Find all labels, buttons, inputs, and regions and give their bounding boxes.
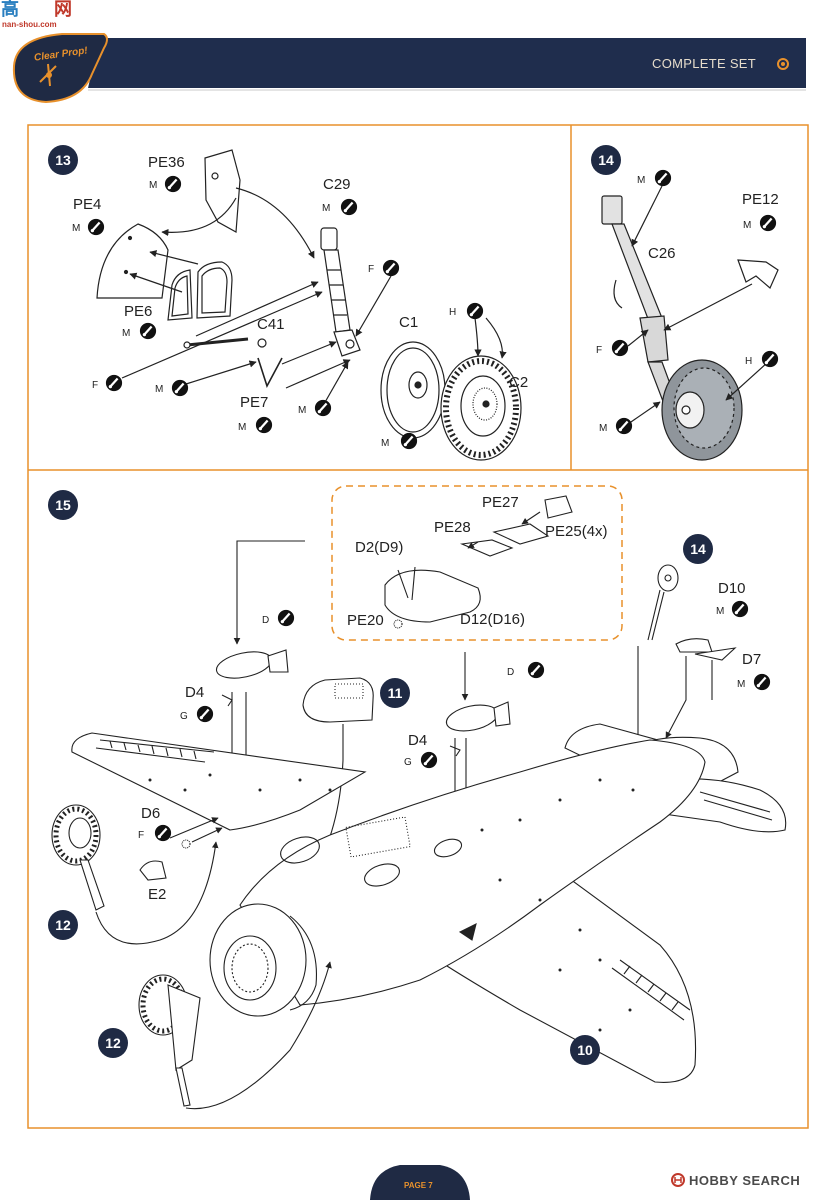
part-label: PE27 xyxy=(482,494,519,511)
step-ref-11: 11 xyxy=(380,678,410,708)
part-label: D4 xyxy=(185,684,205,701)
paint-code-label: M xyxy=(637,175,646,186)
paint-marker-icon xyxy=(382,259,400,277)
paint-marker-icon xyxy=(615,417,633,435)
paint-marker-icon xyxy=(105,374,123,392)
paint-code-label: M xyxy=(322,203,331,214)
hobby-search-watermark: HOBBY SEARCH xyxy=(689,1173,801,1188)
step-ref-12: 12 xyxy=(98,1028,128,1058)
step-number-13: 13 xyxy=(48,145,78,175)
step-ref-12: 12 xyxy=(48,910,78,940)
paint-code-label: D xyxy=(507,667,515,678)
step15-drawing xyxy=(51,485,787,1110)
paint-marker-icon xyxy=(139,322,157,340)
part-label: PE28 xyxy=(434,519,471,536)
orange-dot-icon xyxy=(777,58,789,70)
part-label: PE4 xyxy=(73,196,102,213)
paint-marker-icon xyxy=(277,609,295,627)
paint-code-label: F xyxy=(138,830,145,841)
header-bar xyxy=(88,38,806,91)
paint-marker-icon xyxy=(527,661,545,679)
paint-marker-icon xyxy=(466,302,484,320)
paint-marker-icon xyxy=(654,169,672,187)
paint-marker-icon xyxy=(255,416,273,434)
step14-drawing xyxy=(601,185,779,461)
paint-marker-icon xyxy=(314,399,332,417)
paint-marker-icon xyxy=(759,214,777,232)
part-label: C2 xyxy=(509,374,529,391)
part-label: PE25(4x) xyxy=(545,523,608,540)
hobby-search-logo-icon xyxy=(671,1173,685,1187)
paint-marker-icon xyxy=(154,824,172,842)
paint-code-label: F xyxy=(596,345,603,356)
paint-code-label: D xyxy=(262,615,270,626)
part-label: PE6 xyxy=(124,303,153,320)
step-number-14: 14 xyxy=(591,145,621,175)
paint-code-label: G xyxy=(180,711,188,722)
watermark-char-right: 网 xyxy=(54,0,72,19)
paint-code-label: M xyxy=(381,438,390,449)
page-number: PAGE 7 xyxy=(404,1181,433,1190)
page-tab xyxy=(370,1165,470,1200)
paint-marker-icon xyxy=(196,705,214,723)
watermark-site: nan-shou.com xyxy=(2,20,57,29)
watermark-char-left: 高 xyxy=(1,0,19,19)
paint-code-label: F xyxy=(368,264,375,275)
paint-code-label: M xyxy=(238,422,247,433)
part-label: C29 xyxy=(323,176,351,193)
part-label: D10 xyxy=(718,580,746,597)
paint-code-label: H xyxy=(449,307,457,318)
paint-marker-icon xyxy=(87,218,105,236)
part-label: D12(D16) xyxy=(460,611,526,628)
paint-marker-icon xyxy=(753,673,771,691)
part-label: C26 xyxy=(648,245,676,262)
part-label: C41 xyxy=(257,316,285,333)
paint-code-label: M xyxy=(298,405,307,416)
step-frame xyxy=(27,124,809,1129)
paint-marker-icon xyxy=(164,175,182,193)
paint-code-label: F xyxy=(92,380,99,391)
part-label: PE36 xyxy=(148,154,185,171)
paint-code-label: G xyxy=(404,757,412,768)
header-title: COMPLETE SET xyxy=(652,56,757,71)
paint-marker-icon xyxy=(171,379,189,397)
part-label: D6 xyxy=(141,805,161,822)
step-number-15: 15 xyxy=(48,490,78,520)
part-label: D2(D9) xyxy=(355,539,404,556)
part-label: D4 xyxy=(408,732,428,749)
paint-code-label: M xyxy=(737,679,746,690)
step13-drawing xyxy=(96,149,522,461)
paint-code-label: M xyxy=(743,220,752,231)
paint-marker-icon xyxy=(340,198,358,216)
part-label: E2 xyxy=(148,886,167,903)
paint-marker-icon xyxy=(731,600,749,618)
part-label: PE7 xyxy=(240,394,269,411)
paint-code-label: M xyxy=(149,180,158,191)
paint-code-label: M xyxy=(155,384,164,395)
part-label: PE20 xyxy=(347,612,384,629)
paint-code-label: M xyxy=(716,606,725,617)
paint-code-label: M xyxy=(599,423,608,434)
step-ref-10: 10 xyxy=(570,1035,600,1065)
paint-marker-icon xyxy=(611,339,629,357)
step-ref-14: 14 xyxy=(683,534,713,564)
paint-marker-icon xyxy=(420,751,438,769)
paint-code-label: H xyxy=(745,356,753,367)
paint-marker-icon xyxy=(400,432,418,450)
part-label: C1 xyxy=(399,314,419,331)
part-label: D7 xyxy=(742,651,762,668)
paint-code-label: M xyxy=(72,223,81,234)
paint-marker-icon xyxy=(761,350,779,368)
part-label: PE12 xyxy=(742,191,779,208)
clear-prop-logo-icon xyxy=(12,33,108,104)
paint-code-label: M xyxy=(122,328,131,339)
